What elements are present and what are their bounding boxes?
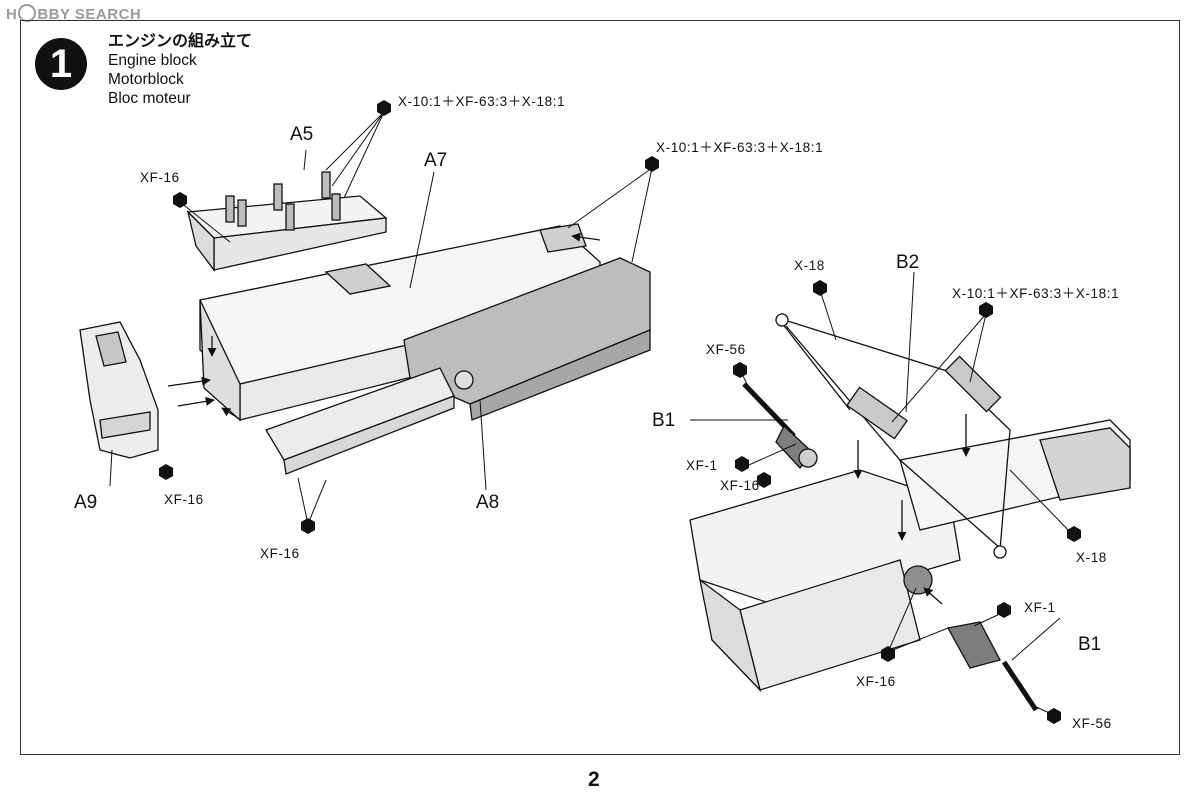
step-number-badge: 1 xyxy=(35,38,87,90)
watermark-logo-icon xyxy=(18,4,37,22)
paint-code-xf16: XF-16 xyxy=(164,492,204,507)
paint-marker-icon xyxy=(377,100,391,116)
paint-code-xf56: XF-56 xyxy=(706,342,746,357)
paint-marker-icon xyxy=(1047,708,1061,724)
paint-marker-icon xyxy=(173,192,187,208)
paint-marker-icon xyxy=(1067,526,1081,542)
paint-marker-icon xyxy=(813,280,827,296)
paint-marker-icon xyxy=(881,646,895,662)
paint-marker-icon xyxy=(735,456,749,472)
paint-code-xf1: XF-1 xyxy=(1024,600,1056,615)
step-title: エンジンの組み立て Engine block Motorblock Bloc m… xyxy=(108,32,252,108)
paint-code-mix: X-10:1＋XF-63:3＋X-18:1 xyxy=(952,286,1120,301)
paint-marker-icon xyxy=(979,302,993,318)
part-b1-rods xyxy=(742,382,1039,712)
paint-code-xf16: XF-16 xyxy=(856,674,896,689)
step-title-en: Engine block xyxy=(108,52,197,69)
instruction-frame xyxy=(20,20,1180,755)
assembly-arrows xyxy=(167,232,971,605)
label-part-a9: A9 xyxy=(74,492,98,513)
paint-code-x18: X-18 xyxy=(794,258,825,273)
page-number: 2 xyxy=(588,768,600,791)
part-engine-v8 xyxy=(689,419,1131,693)
paint-code-xf16: XF-16 xyxy=(260,546,300,561)
label-part-a8: A8 xyxy=(476,492,500,513)
paint-code-x18: X-18 xyxy=(1076,550,1107,565)
paint-code-xf56: XF-56 xyxy=(1072,716,1112,731)
part-a5-cover xyxy=(186,171,388,272)
step-title-jp: エンジンの組み立て xyxy=(108,33,253,50)
paint-marker-icon xyxy=(997,602,1011,618)
paint-marker-icons xyxy=(159,100,1081,724)
part-a9 xyxy=(79,321,159,459)
paint-code-xf1: XF-1 xyxy=(686,458,718,473)
paint-code-mix: X-10:1＋XF-63:3＋X-18:1 xyxy=(398,94,566,109)
paint-marker-icon xyxy=(757,472,771,488)
paint-marker-icon xyxy=(159,464,173,480)
paint-code-xf16: XF-16 xyxy=(140,170,180,185)
step-title-fr: Bloc moteur xyxy=(108,90,191,107)
label-part-a7: A7 xyxy=(424,150,448,171)
paint-marker-icon xyxy=(301,518,315,534)
label-part-a5: A5 xyxy=(290,124,314,145)
label-part-b1-left: B1 xyxy=(652,410,676,431)
paint-marker-icon xyxy=(733,362,747,378)
paint-code-mix: X-10:1＋XF-63:3＋X-18:1 xyxy=(656,140,824,155)
paint-code-xf16: XF-16 xyxy=(720,478,760,493)
paint-marker-icon xyxy=(645,156,659,172)
part-a8-side xyxy=(265,257,651,475)
part-b2-frame xyxy=(775,313,1011,559)
label-part-b2: B2 xyxy=(896,252,920,273)
step-title-de: Motorblock xyxy=(108,71,184,88)
label-part-b1-right: B1 xyxy=(1078,634,1102,655)
